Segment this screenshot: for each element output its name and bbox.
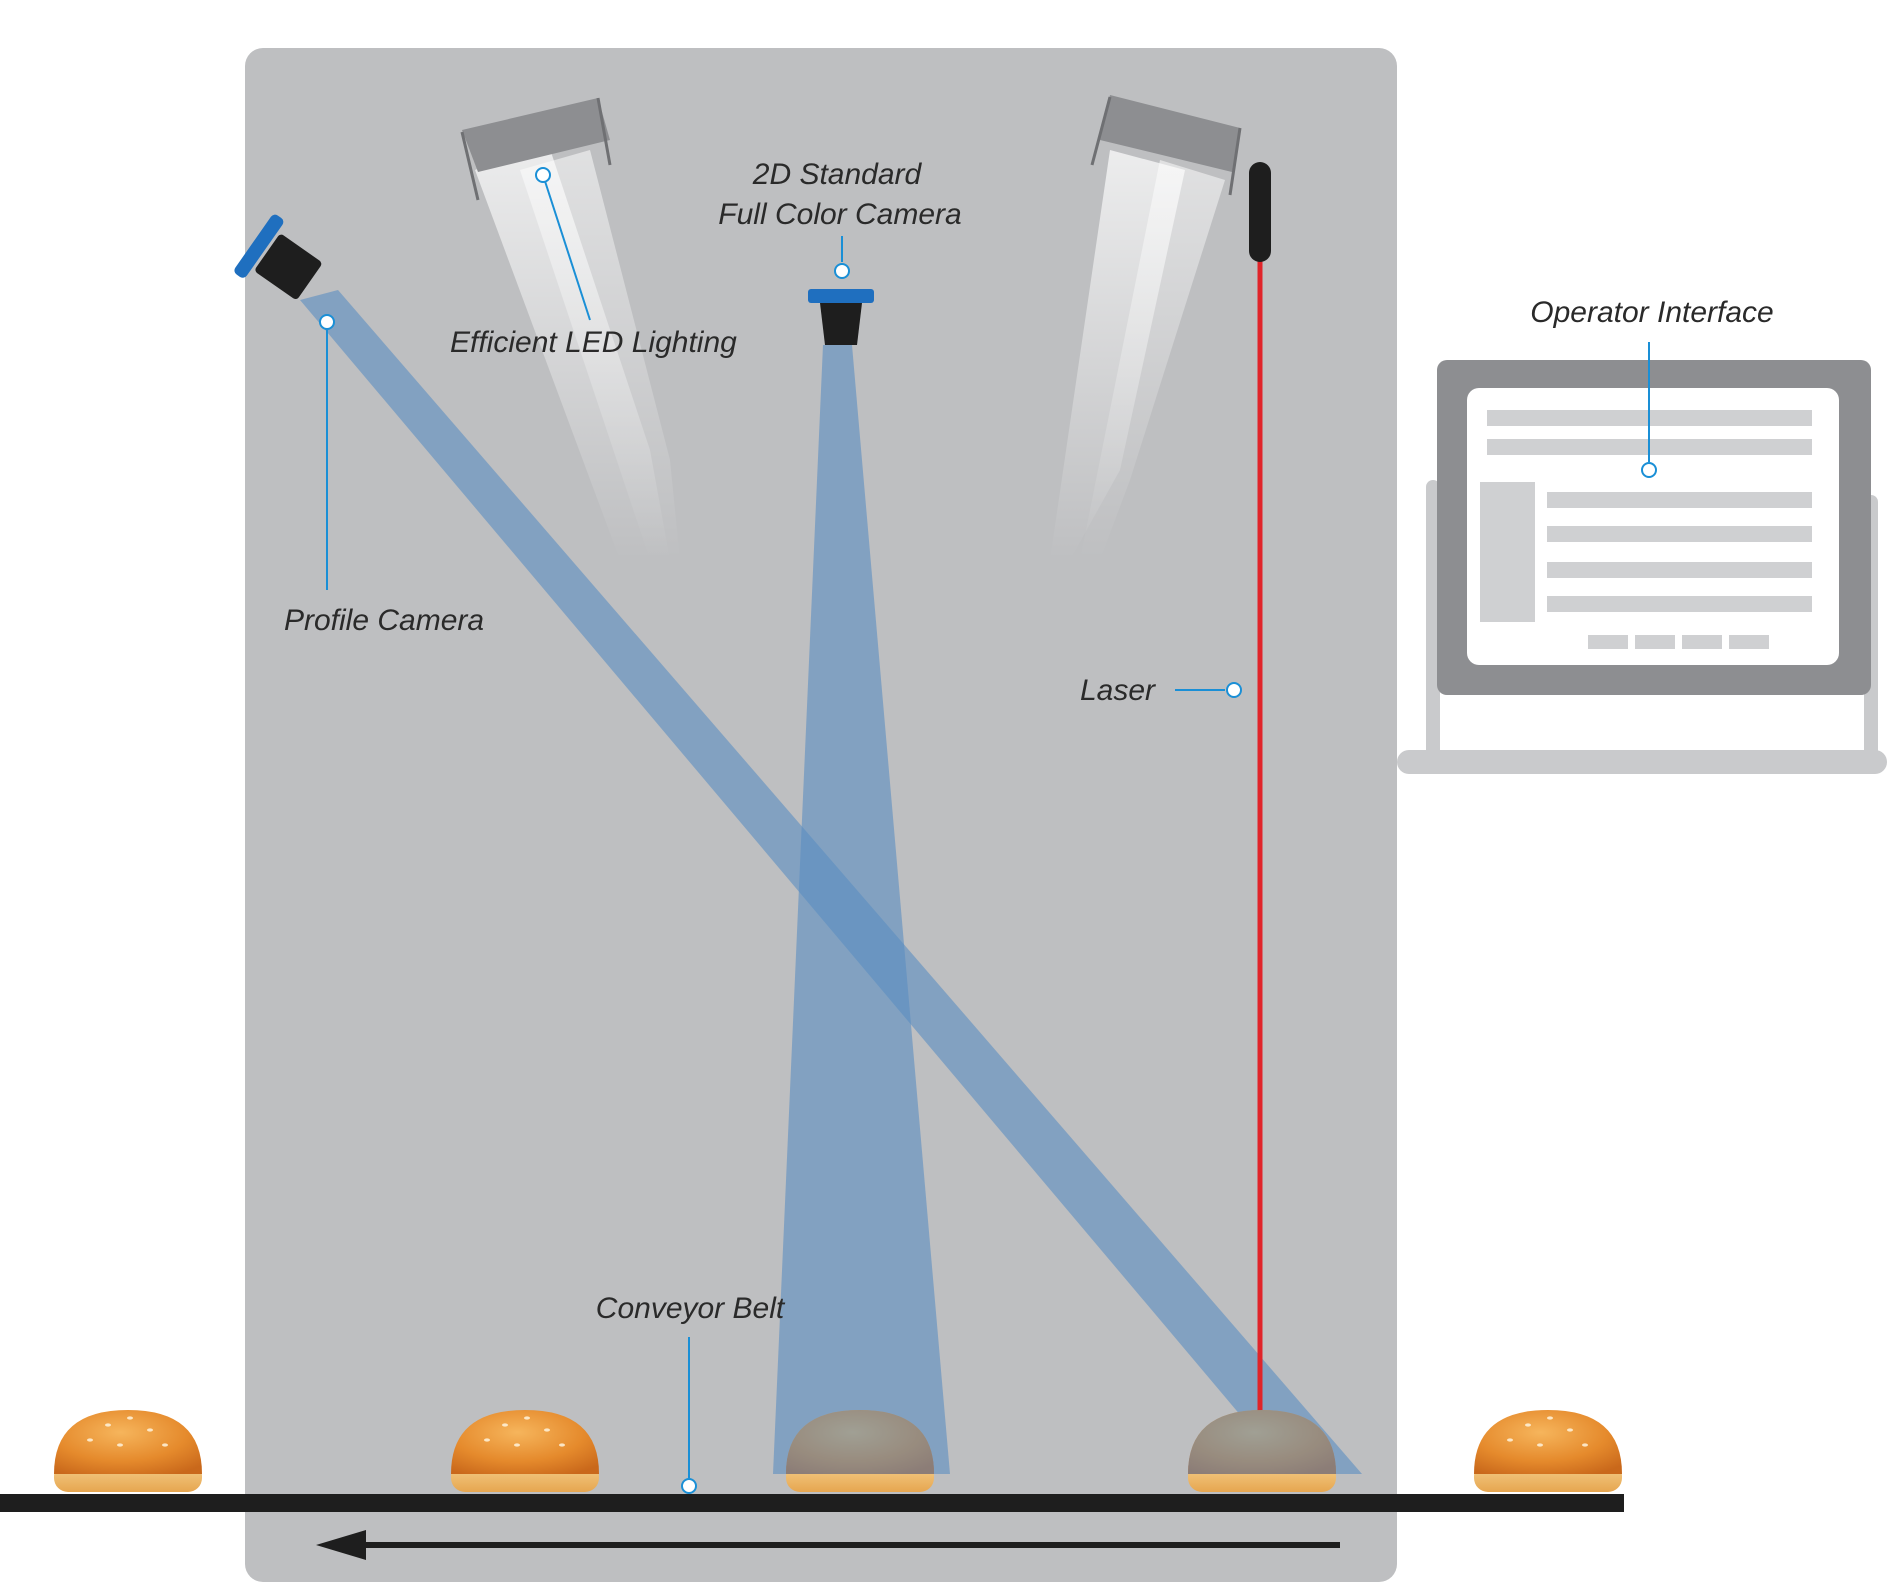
screen-line <box>1547 596 1812 612</box>
laser-emitter <box>1249 162 1271 262</box>
callout-laser <box>1175 682 1242 698</box>
label-led-lighting: Efficient LED Lighting <box>450 326 737 359</box>
label-color-camera-line2: Full Color Camera <box>718 198 961 231</box>
screen-button <box>1682 635 1722 649</box>
burger-bun-icon <box>451 1410 599 1492</box>
burger-bun-icon <box>1188 1410 1336 1492</box>
label-conveyor-belt: Conveyor Belt <box>596 1292 786 1325</box>
profile-camera <box>234 214 322 300</box>
burger-bun-icon <box>1474 1410 1622 1492</box>
led-light-right <box>1050 95 1242 560</box>
burger-bun-icon <box>786 1410 934 1492</box>
operator-shelf <box>1397 750 1887 774</box>
sesame-seeds <box>87 1416 1588 1447</box>
screen-button <box>1588 635 1628 649</box>
screen-button <box>1729 635 1769 649</box>
label-laser: Laser <box>1080 674 1156 707</box>
callout-color-camera <box>834 236 850 279</box>
screen-line <box>1547 562 1812 578</box>
burger-bun-icon <box>54 1410 202 1492</box>
conveyor-belt <box>0 1494 1624 1512</box>
screen-line <box>1547 526 1812 542</box>
callout-conveyor-belt <box>681 1337 697 1494</box>
callout-led-lighting <box>535 167 591 321</box>
led-light-left <box>460 97 680 560</box>
label-profile-camera: Profile Camera <box>284 604 484 637</box>
monitor-stand-left <box>1426 480 1440 765</box>
screen-sidebar <box>1480 482 1535 622</box>
callout-profile-camera <box>319 314 335 590</box>
label-operator-interface: Operator Interface <box>1530 296 1773 329</box>
operator-interface-monitor <box>1437 360 1871 695</box>
color-camera <box>808 289 874 345</box>
label-color-camera-line1: 2D Standard <box>752 158 923 191</box>
screen-line <box>1547 492 1812 508</box>
color-camera-beam <box>773 345 950 1474</box>
callout-operator-interface <box>1641 342 1657 478</box>
screen-button <box>1635 635 1675 649</box>
arrow-left-icon <box>316 1530 1340 1560</box>
